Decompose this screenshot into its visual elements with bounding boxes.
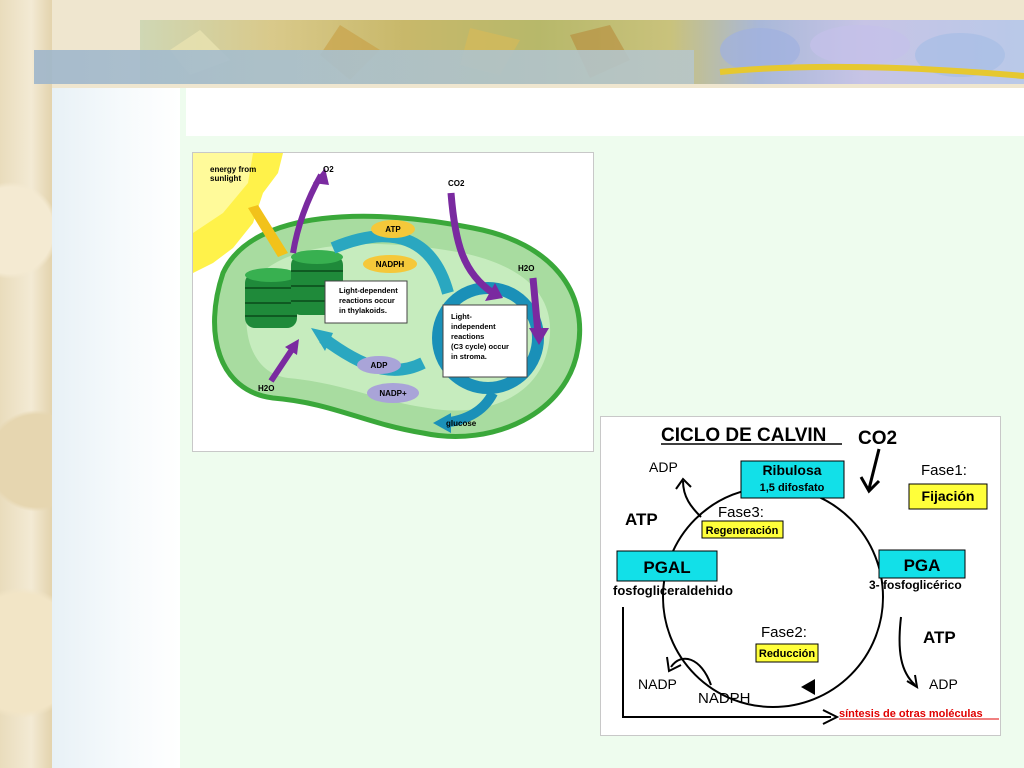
ribulosa-label: Ribulosa	[762, 462, 821, 478]
pgal-label: PGAL	[643, 558, 690, 577]
light-dependent-line-3: in thylakoids.	[339, 306, 387, 315]
calvin-title: CICLO DE CALVIN	[661, 425, 826, 446]
pga-label: PGA	[904, 556, 941, 575]
fase3-label: Fase3:	[718, 504, 764, 521]
chloroplast-diagram: energy from sunlight O2 CO2 H2O H2O ATP …	[192, 152, 594, 452]
atp-label: ATP	[385, 225, 401, 234]
pga-sub-label: 3- fosfoglicérico	[869, 578, 962, 592]
fase1-label: Fase1:	[921, 462, 967, 479]
nadp-label: NADP	[638, 676, 677, 692]
energy-label-2: sunlight	[210, 174, 241, 183]
energy-label-1: energy from	[210, 165, 256, 174]
h2o-bottom-label: H2O	[258, 384, 274, 393]
h2o-top-label: H2O	[518, 264, 534, 273]
light-independent-line-3: reactions	[451, 332, 484, 341]
ribulosa-sub-label: 1,5 difosfato	[760, 482, 825, 494]
co2-label: CO2	[448, 179, 465, 188]
title-area	[186, 88, 1024, 136]
co2-label: CO2	[858, 428, 897, 449]
o2-label: O2	[323, 165, 334, 174]
banner-strip	[34, 50, 694, 84]
calvin-cycle-svg: CICLO DE CALVIN CO2 ADP ATP Ribulosa 1,5…	[613, 425, 999, 725]
light-independent-line-5: in stroma.	[451, 352, 487, 361]
pgal-sub-label: fosfogliceraldehido	[613, 583, 733, 598]
light-independent-line-1: Light-	[451, 312, 472, 321]
reduccion-label: Reducción	[759, 648, 816, 660]
thylakoid-stack-icon	[245, 250, 343, 328]
synthesis-arrow	[622, 607, 831, 718]
adp-top-label: ADP	[649, 459, 678, 475]
fijacion-label: Fijación	[922, 488, 975, 504]
atp-right-label: ATP	[923, 628, 956, 647]
glucose-label: glucose	[446, 419, 477, 428]
nadph-label: NADPH	[376, 260, 405, 269]
nadph-label: NADPH	[698, 690, 751, 707]
nadp-plus-label: NADP+	[379, 389, 407, 398]
light-dependent-line-1: Light-dependent	[339, 286, 398, 295]
adp-label: ADP	[371, 361, 389, 370]
light-independent-line-4: (C3 cycle) occur	[451, 342, 509, 351]
sintesis-label: síntesis de otras moléculas	[839, 708, 983, 720]
calvin-cycle-diagram: CICLO DE CALVIN CO2 ADP ATP Ribulosa 1,5…	[600, 416, 1001, 736]
side-panel	[52, 88, 180, 768]
fase2-label: Fase2:	[761, 624, 807, 641]
co2-arrow	[867, 448, 881, 490]
chloroplast-svg: energy from sunlight O2 CO2 H2O H2O ATP …	[193, 153, 583, 439]
atp-left-label: ATP	[625, 510, 658, 529]
regeneracion-label: Regeneración	[706, 525, 779, 537]
textured-left-border	[0, 0, 52, 768]
adp-right-label: ADP	[929, 676, 958, 692]
light-independent-line-2: independent	[451, 322, 496, 331]
light-dependent-line-2: reactions occur	[339, 296, 395, 305]
